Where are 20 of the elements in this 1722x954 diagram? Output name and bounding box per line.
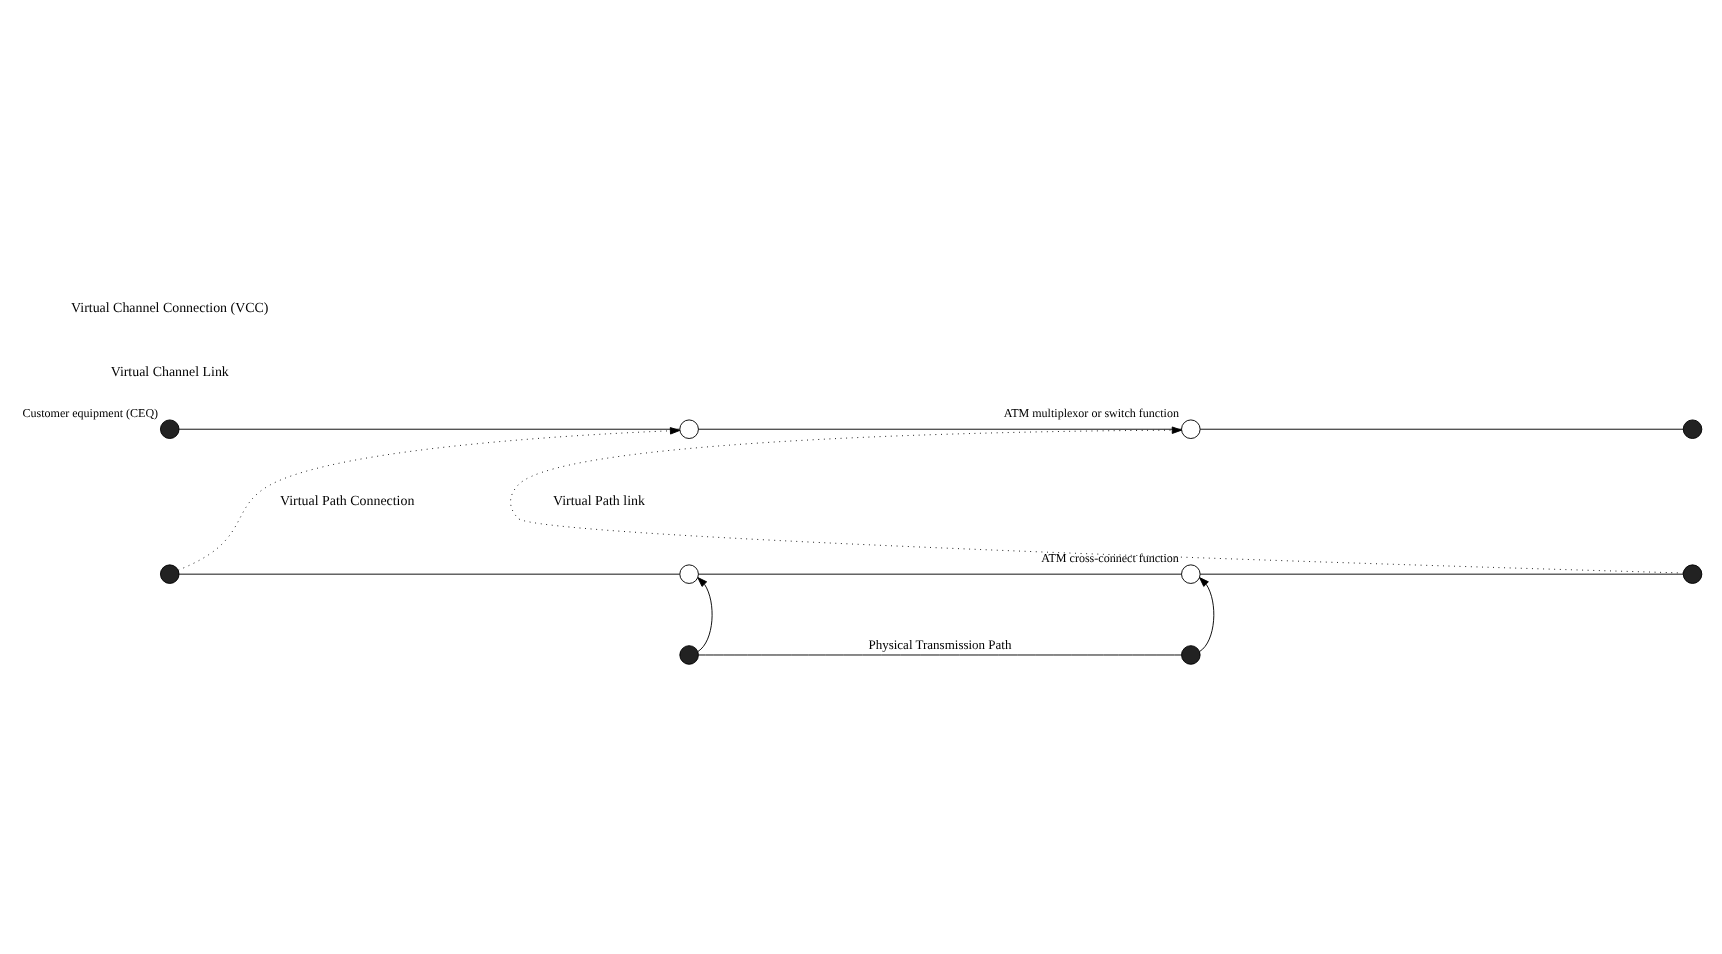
connector: [697, 572, 1182, 574]
node-circle: [160, 418, 180, 438]
node-circle: [160, 563, 180, 583]
node-circle: [679, 418, 699, 438]
connector: [1199, 427, 1684, 429]
node-circle: [1682, 563, 1703, 583]
connector: [698, 653, 1182, 655]
arrow: [697, 576, 713, 651]
node-circle: [1181, 563, 1201, 583]
node-circle: [1682, 418, 1703, 438]
connector: [178, 572, 681, 574]
arrow: [177, 426, 681, 570]
node-circle: [1181, 644, 1201, 664]
arrow: [1199, 576, 1215, 651]
node-circle: [679, 644, 699, 664]
arrow: [510, 425, 1684, 573]
node-circle: [1181, 418, 1201, 438]
connector: [1199, 572, 1684, 574]
connector: [178, 427, 681, 429]
node-circle: [679, 563, 699, 583]
